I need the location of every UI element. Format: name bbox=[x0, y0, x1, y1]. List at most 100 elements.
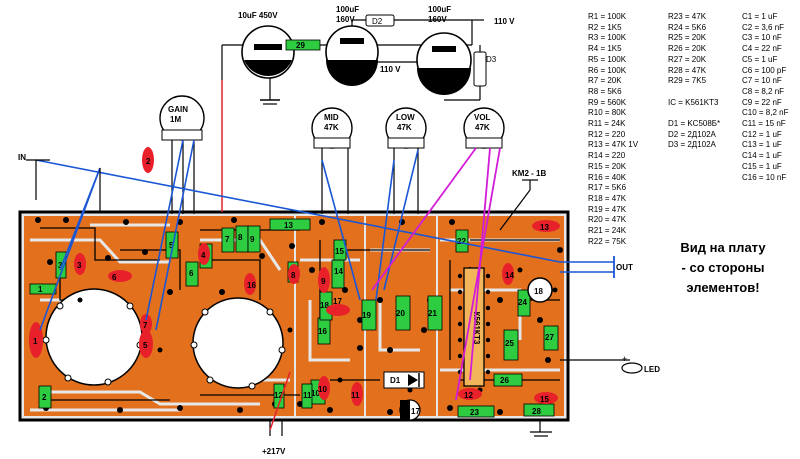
svg-text:MID: MID bbox=[324, 113, 339, 122]
red-wire bbox=[269, 371, 291, 431]
resistor-r19: 19 bbox=[361, 299, 377, 331]
svg-text:26: 26 bbox=[500, 376, 509, 385]
svg-text:12: 12 bbox=[274, 391, 283, 400]
svg-text:25: 25 bbox=[505, 339, 514, 348]
svg-text:VOL: VOL bbox=[474, 113, 491, 122]
svg-text:2: 2 bbox=[42, 393, 47, 402]
svg-text:5: 5 bbox=[143, 341, 148, 350]
resistor-r29: 29 bbox=[285, 39, 321, 51]
svg-text:20: 20 bbox=[396, 309, 405, 318]
parts-list-line: R2 = 1K5 bbox=[588, 22, 622, 32]
svg-text:160V: 160V bbox=[336, 15, 355, 24]
parts-list-line: R15 = 20K bbox=[588, 161, 627, 171]
diode-d1: D1 bbox=[383, 371, 425, 389]
parts-list-line: R13 = 47K 1V bbox=[588, 140, 639, 150]
black-wires bbox=[26, 159, 630, 437]
capacitor-c8: 8 bbox=[288, 264, 300, 284]
resistor-r27: 27 bbox=[543, 325, 559, 351]
capacitor-c18: 18 bbox=[527, 277, 553, 303]
parts-list-line: C9 = 22 nF bbox=[742, 97, 782, 107]
svg-text:28: 28 bbox=[532, 407, 541, 416]
svg-text:8: 8 bbox=[238, 233, 243, 242]
parts-list-line: C12 = 1 uF bbox=[742, 129, 782, 139]
parts-list-line: C14 = 1 uF bbox=[742, 151, 782, 161]
parts-list-line: D1 = KC508Б* bbox=[668, 119, 721, 129]
transistor-t17: 17 bbox=[399, 399, 421, 421]
svg-text:3: 3 bbox=[77, 261, 82, 270]
svg-text:13: 13 bbox=[284, 221, 293, 230]
parts-list-line: C16 = 10 nF bbox=[742, 172, 787, 182]
parts-list-line: R24 = 5K6 bbox=[668, 22, 707, 32]
capacitor-c3: 3 bbox=[74, 253, 86, 275]
resistor-r6: 6 bbox=[185, 261, 199, 287]
parts-list-line: R23 = 47K bbox=[668, 12, 707, 21]
parts-list-line: R26 = 20K bbox=[668, 44, 707, 54]
capacitor-c4: 4 bbox=[198, 243, 210, 265]
voltage-110-label: 110 V bbox=[494, 17, 515, 26]
diode-d2: D2 bbox=[365, 14, 395, 27]
svg-text:21: 21 bbox=[428, 309, 437, 318]
svg-text:3: 3 bbox=[58, 261, 63, 270]
svg-text:LOW: LOW bbox=[396, 113, 415, 122]
svg-text:10: 10 bbox=[318, 385, 327, 394]
svg-text:47K: 47K bbox=[397, 123, 412, 132]
parts-list-line: C13 = 1 uF bbox=[742, 140, 782, 150]
svg-text:19: 19 bbox=[362, 311, 371, 320]
resistor-r1: 1 bbox=[29, 283, 57, 295]
led-indicator: LED + bbox=[621, 354, 660, 374]
svg-text:OUT: OUT bbox=[616, 263, 633, 272]
svg-text:LED: LED bbox=[644, 365, 660, 374]
parts-list-line: IC = K561KT3 bbox=[668, 97, 719, 107]
capacitor-c15: 15 bbox=[534, 392, 558, 404]
parts-list-line: R11 = 24K bbox=[588, 119, 626, 129]
parts-list-line: R5 = 100K bbox=[588, 54, 627, 64]
svg-text:+: + bbox=[622, 354, 627, 364]
out-connector: OUT bbox=[613, 256, 633, 278]
resistor-r8: 8 bbox=[235, 225, 249, 253]
svg-text:D1: D1 bbox=[390, 376, 401, 385]
svg-text:4: 4 bbox=[201, 251, 206, 260]
board-caption: Вид на плату - со стороны элементов! bbox=[668, 238, 778, 298]
svg-text:7: 7 bbox=[143, 321, 148, 330]
resistor-r21: 21 bbox=[427, 295, 443, 331]
parts-list-line: R17 = 5K6 bbox=[588, 183, 627, 193]
caption-line-1: Вид на плату bbox=[680, 240, 766, 255]
capacitor-c6: 6 bbox=[108, 270, 132, 282]
capacitor-c7: 7 bbox=[140, 314, 152, 334]
parts-list-line: R14 = 220 bbox=[588, 151, 626, 161]
svg-text:27: 27 bbox=[545, 333, 554, 342]
resistor-r26: 26 bbox=[493, 373, 523, 387]
svg-text:2: 2 bbox=[146, 157, 151, 166]
parts-list-line: C6 = 100 pF bbox=[742, 65, 787, 75]
parts-list-line bbox=[668, 87, 720, 98]
parts-list-line: R21 = 24K bbox=[588, 226, 627, 236]
svg-text:6: 6 bbox=[189, 269, 194, 278]
resistor-r12: 12 bbox=[273, 383, 285, 409]
svg-text:47K: 47K bbox=[475, 123, 490, 132]
svg-text:29: 29 bbox=[296, 41, 305, 50]
svg-text:100uF: 100uF bbox=[336, 5, 359, 14]
capacitor-c10: 10 bbox=[318, 376, 330, 400]
svg-text:47K: 47K bbox=[324, 123, 339, 132]
capacitor-c2: 2 bbox=[142, 147, 154, 173]
voltage-110-mid-label: 110 V bbox=[380, 65, 401, 74]
svg-text:17: 17 bbox=[333, 297, 342, 306]
resistor-r22: 22 bbox=[455, 229, 469, 253]
svg-text:18: 18 bbox=[534, 287, 543, 296]
svg-text:160V: 160V bbox=[428, 15, 447, 24]
svg-text:D3: D3 bbox=[486, 55, 497, 64]
resistor-r2: 2 bbox=[38, 385, 52, 409]
parts-list-line: C15 = 1 uF bbox=[742, 161, 782, 171]
parts-list-line: R10 = 80K bbox=[588, 108, 627, 118]
capacitor-c13: 13 bbox=[532, 220, 560, 232]
svg-text:D2: D2 bbox=[372, 17, 383, 26]
parts-list-line: D2 = 2Д102А bbox=[668, 129, 716, 139]
resistor-r11: 11 bbox=[301, 383, 313, 409]
svg-text:24: 24 bbox=[518, 298, 527, 307]
capacitor-c11: 11 bbox=[351, 382, 363, 406]
svg-text:100uF: 100uF bbox=[428, 5, 451, 14]
svg-text:18: 18 bbox=[320, 301, 329, 310]
capacitor-c16: 16 bbox=[244, 273, 256, 295]
capacitor-c14: 14 bbox=[502, 263, 514, 285]
